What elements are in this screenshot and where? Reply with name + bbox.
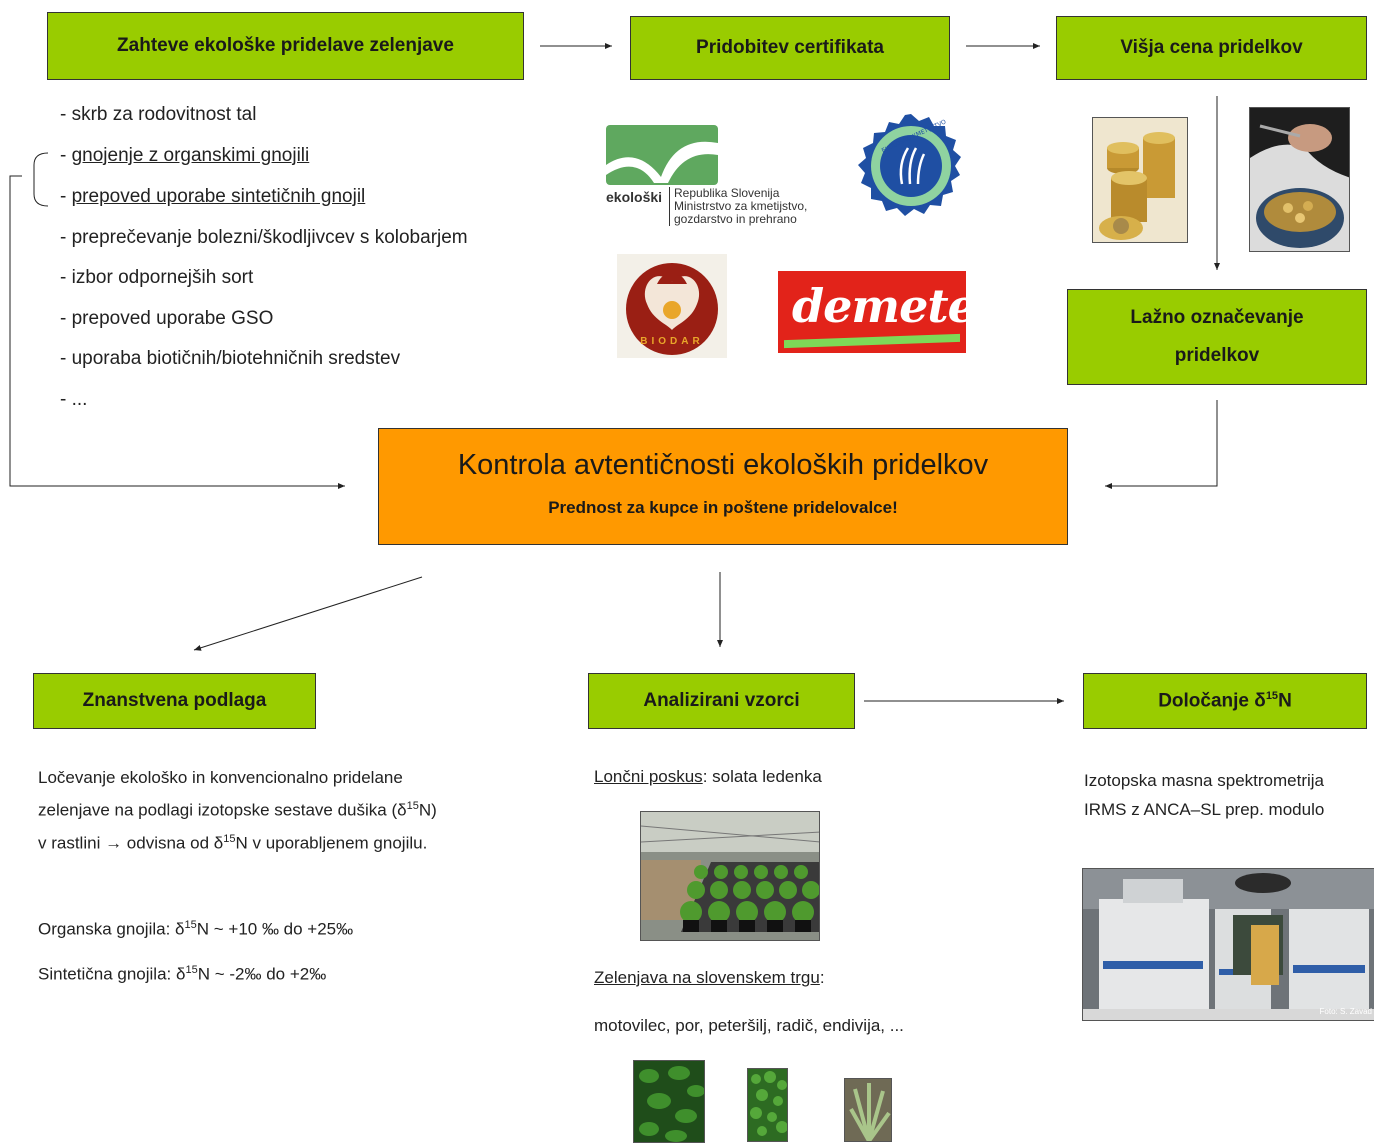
science-p3-sup: 15 [185,964,198,976]
ekoloski-line1: Republika Slovenija [674,186,780,200]
requirements-box: Zahteve ekološke pridelave zelenjave [47,12,524,80]
biodar-text: BIODAR [640,336,704,347]
irms-instrument-photo: Foto: S. Zavad [1082,868,1374,1021]
price-box-label: Višja cena pridelkov [1120,37,1303,58]
science-box-label: Znanstvena podlaga [82,690,267,711]
determination-sup: 15 [1265,689,1279,702]
authenticity-control-box: Kontrola avtentičnosti ekoloških pridelk… [378,428,1068,545]
ekoloski-leaf-icon [606,125,718,185]
list-item-rotation: - preprečevanje bolezni/škodljivcev s ko… [60,227,468,248]
ekoloski-line2: Ministrstvo za kmetijstvo, [674,199,808,213]
ekoloski-line3: gozdarstvo in prehrano [674,212,797,226]
false-labeling-box: Lažno označevanje pridelkov [1067,289,1367,385]
ekoloski-word: ekološki [606,189,663,205]
science-paragraph-synthetic: Sintetična gnojila: δ15N ~ -2‰ do +2‰ [38,956,326,989]
irms-text-line2: IRMS z ANCA–SL prep. modulo [1084,800,1325,819]
science-p3-b: N ~ -2‰ do +2‰ [197,964,327,984]
person-eating-coins-icon [1250,108,1349,251]
lambs-lettuce-icon [634,1061,704,1142]
market-vegetables-label: Zelenjava na slovenskem trgu [594,968,820,987]
arrow-control-to-science [193,576,423,651]
samples-box-label: Analizirani vzorci [643,690,800,711]
list-item-synthetic-ban: - prepoved uporabe sintetičnih gnojil [60,186,365,208]
biodar-apple-icon [626,263,718,355]
lettuce-greenhouse-icon [641,812,819,940]
list-item-synthetic-ban-text: prepoved uporabe sintetičnih gnojil [71,186,366,207]
science-p1-sup1: 15 [406,800,419,812]
list-item-organic: - gnojenje z organskimi gnojili [60,145,309,167]
science-p1-sup2: 15 [223,832,236,845]
determination-box-label: Določanje δ15N [1158,690,1292,712]
list-dash: - [60,145,72,166]
bracket [33,152,49,207]
certificate-box: Pridobitev certifikata [630,16,950,80]
leek-icon [845,1079,891,1141]
photo-credit: Foto: S. Zavad [1319,1007,1372,1016]
science-paragraph-organic: Organska gnojila: δ15N ~ +10 ‰ do +25‰ [38,911,353,944]
parsley-photo [747,1068,788,1142]
irms-text: Izotopska masna spektrometrija IRMS z AN… [1084,766,1324,824]
science-p3-a: Sintetična gnojila: δ [38,964,186,984]
pot-experiment-text: Lončni poskus: solata ledenka [594,762,822,791]
coins-stack-icon [1093,118,1187,242]
market-vegetables-list: motovilec, por, peteršilj, radič, endivi… [594,1016,904,1035]
pot-experiment-label: Lončni poskus [594,767,703,786]
demeter-logo: demeter [778,271,1000,353]
list-item-organic-text: gnojenje z organskimi gnojili [71,145,310,166]
list-dash: - [60,186,72,207]
demeter-stripe [784,333,960,349]
authenticity-control-subtitle: Prednost za kupce in poštene pridelovalc… [548,498,898,517]
list-item-soil: - skrb za rodovitnost tal [60,104,257,125]
demeter-text: demeter [792,279,1000,333]
science-p1-a: Ločevanje ekološko in konvencionalno pri… [38,768,407,820]
arrow-false-to-control [1105,400,1218,489]
determination-prefix: Določanje δ [1158,690,1266,712]
coins-photo [1092,117,1188,243]
pot-experiment-photo [640,811,820,941]
market-vegetables-colon: : [819,968,825,987]
arrow-list-to-control [9,175,345,489]
determination-box: Določanje δ15N [1083,673,1367,729]
requirements-box-label: Zahteve ekološke pridelave zelenjave [117,35,454,56]
certificate-box-label: Pridobitev certifikata [696,37,884,58]
samples-box: Analizirani vzorci [588,673,855,729]
list-item-varieties: - izbor odpornejših sort [60,267,254,288]
determination-suffix: N [1278,690,1292,712]
lambs-lettuce-photo [633,1060,705,1143]
authenticity-control-title: Kontrola avtentičnosti ekoloških pridelk… [457,449,989,481]
science-p2-b: N ~ +10 ‰ do +25‰ [196,919,354,939]
pot-experiment-rest: : solata ledenka [702,767,822,786]
science-p1-b: N) v rastlini → odvisna od δ [38,800,437,853]
science-paragraph-1: Ločevanje ekološko in konvencionalno pri… [38,763,438,857]
science-p2-sup: 15 [184,919,197,931]
list-item-more: - ... [60,389,88,410]
eating-coins-photo [1249,107,1350,252]
market-vegetables-text: Zelenjava na slovenskem trgu: [594,963,825,992]
price-box: Višja cena pridelkov [1056,16,1367,80]
false-labeling-box-label: Lažno označevanje pridelkov [1130,307,1304,366]
list-item-biotic: - uporaba biotičnih/biotehničnih sredste… [60,348,401,369]
biodar-logo: BIODAR [617,254,727,358]
science-p1-c: N v uporabljenem gnojilu. [235,833,428,853]
irms-instrument-icon [1083,869,1374,1020]
list-item-gmo: - prepoved uporabe GSO [60,308,274,329]
eu-organic-seal-icon: EKOLOŠKO KMETIJSTVO [858,114,961,216]
parsley-icon [748,1069,787,1141]
leek-photo [844,1078,892,1142]
science-box: Znanstvena podlaga [33,673,316,729]
irms-text-line1: Izotopska masna spektrometrija [1084,771,1324,790]
science-p2-a: Organska gnojila: δ [38,919,185,939]
ekoloski-logo: ekološki Republika Slovenija Ministrstvo… [606,125,826,245]
